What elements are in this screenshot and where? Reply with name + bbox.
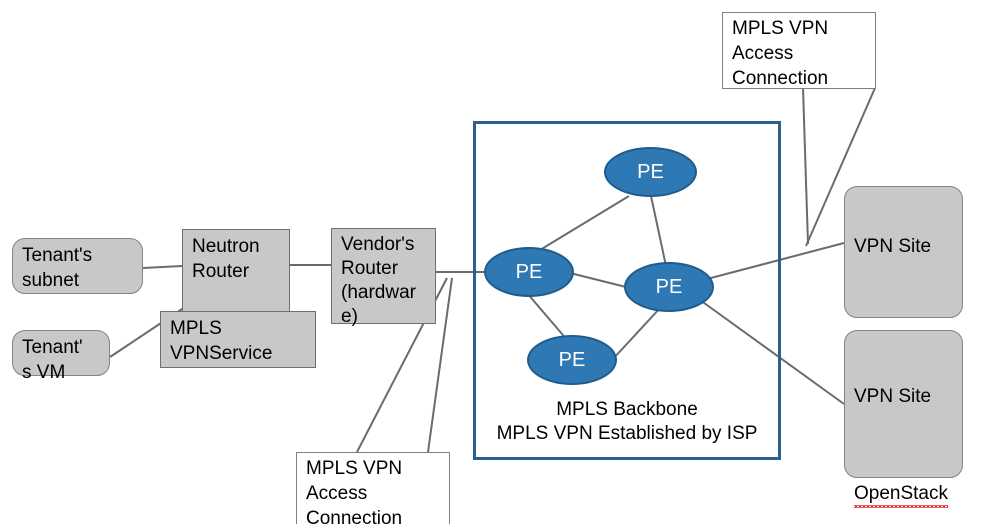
node-tenant-subnet[interactable]: Tenant's subnet <box>12 238 143 294</box>
pe-node-left-label: PE <box>515 260 543 283</box>
leader-top-callout-right <box>805 87 876 247</box>
edge-pe-top-to-pe-center <box>650 195 667 267</box>
mpls-backbone-caption: MPLS Backbone MPLS VPN Established by IS… <box>496 399 758 444</box>
vpn-site-2-detail-line1-wrap: OpenStack <box>854 481 956 508</box>
pe-node-left[interactable]: PE <box>484 247 574 297</box>
edge-pe-left-to-pe-center <box>565 271 631 289</box>
pe-node-bottom-label: PE <box>558 348 586 371</box>
pe-node-bottom[interactable]: PE <box>527 335 617 385</box>
edge-pe-center-to-vpn-site-2 <box>699 299 845 405</box>
pe-node-top[interactable]: PE <box>604 147 697 197</box>
mpls-backbone-container <box>473 121 781 460</box>
node-neutron-router[interactable]: Neutron Router <box>182 229 290 317</box>
leader-bottom-callout-right <box>427 277 453 453</box>
leader-top-callout-left <box>802 87 809 245</box>
node-vpn-site-openstack-cluster[interactable]: VPN Site OpenStack Cluster <box>844 330 963 508</box>
node-vpn-site-subnet-host[interactable]: VPN Site Subnet or Host,etc <box>844 186 963 408</box>
node-mpls-vpnservice[interactable]: MPLS VPNService <box>160 311 316 368</box>
vpn-site-2-detail-line1: OpenStack <box>854 483 948 508</box>
pe-node-center[interactable]: PE <box>624 262 714 312</box>
vpn-site-1-title: VPN Site <box>854 236 932 257</box>
edge-pe-bottom-to-pe-center <box>611 306 662 361</box>
pe-node-top-label: PE <box>637 160 664 183</box>
pe-node-center-label: PE <box>655 275 683 298</box>
node-vendor-router[interactable]: Vendor's Router (hardwar e) <box>331 228 436 327</box>
edge-tenant-subnet-to-neutron-router <box>142 265 183 269</box>
callout-mpls-vpn-access-connection-bottom[interactable]: MPLS VPN Access Connection <box>296 452 450 524</box>
edge-pe-left-to-pe-top <box>534 195 630 254</box>
edge-pe-center-to-vpn-site-1 <box>706 242 845 280</box>
vpn-site-1-spacer <box>854 284 956 306</box>
node-tenant-vm[interactable]: Tenant' s VM <box>12 330 110 383</box>
vpn-site-2-spacer <box>854 434 956 456</box>
callout-mpls-vpn-access-connection-top[interactable]: MPLS VPN Access Connection <box>722 12 876 89</box>
vpn-site-2-title: VPN Site <box>854 386 932 407</box>
